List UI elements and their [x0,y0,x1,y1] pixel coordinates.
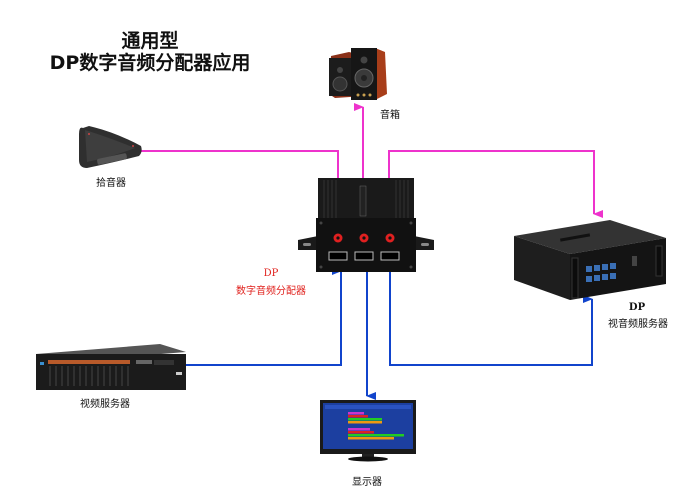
av-server-label-line1: DP [628,302,646,313]
video-server-label: 视频服务器 [80,399,130,410]
monitor-icon [320,400,416,462]
dp-audio-splitter-icon [298,178,434,272]
monitor-label: 显示器 [352,477,382,488]
video-server-icon [36,344,186,390]
av-server-label-line2: 视音频服务器 [608,319,668,330]
wire-splitter-to-av-server-video [389,270,593,366]
microphone-label: 拾音器 [96,178,126,189]
av-server-icon [514,220,666,300]
microphone-icon [79,126,142,168]
speaker-label: 音箱 [380,110,400,121]
splitter-label-line1: DP [263,268,279,279]
diagram-title-line1: 通用型 [121,30,179,52]
speaker-icon [329,48,387,100]
diagram-title-line2: DP数字音频分配器应用 [49,52,251,74]
splitter-label-line2: 数字音频分配器 [236,286,306,297]
wire-video-server-to-splitter [184,267,342,366]
